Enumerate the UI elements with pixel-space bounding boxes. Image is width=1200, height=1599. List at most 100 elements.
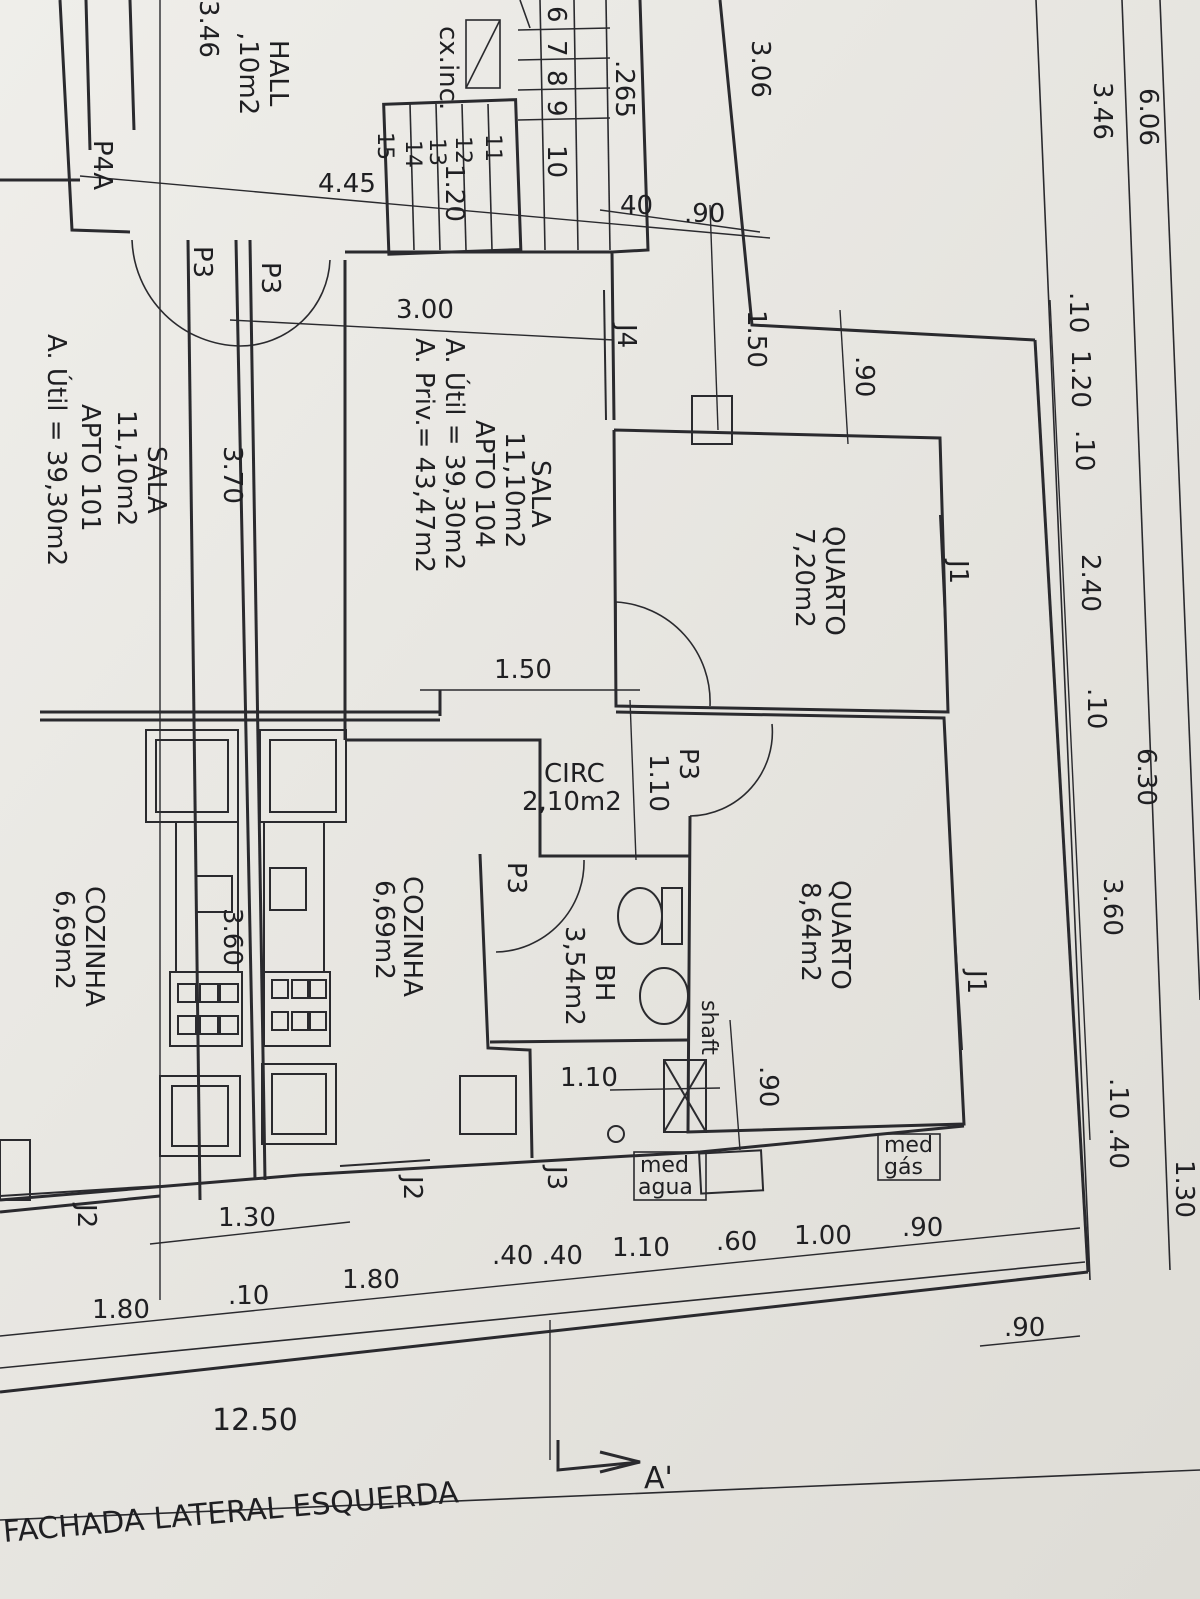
- circ-area: 2,10m2: [522, 787, 622, 817]
- sala-104-area: 11,10m2: [499, 432, 529, 548]
- dim-4040: .40 .40: [492, 1241, 583, 1271]
- dim-346: 3.46: [1087, 82, 1117, 140]
- sala-104-name: SALA: [525, 460, 555, 528]
- tag-p4a: P4A: [87, 140, 117, 190]
- hall-name: HALL: [263, 40, 293, 107]
- stair-step-14: 14: [400, 140, 425, 168]
- dim-360b: 3.60: [217, 908, 247, 966]
- tag-j2-left: J2: [71, 1202, 101, 1228]
- tag-j3: J3: [541, 1164, 571, 1190]
- tag-j2-cozinha: J2: [397, 1174, 427, 1200]
- stair-step-11: 11: [480, 134, 505, 162]
- sala-101-area: 11,10m2: [111, 410, 141, 526]
- stair-step-15: 15: [372, 132, 397, 160]
- dim-130a: 1.30: [1169, 1160, 1199, 1218]
- dim-10c: .10: [1081, 688, 1111, 729]
- cozinha-101-name: COZINHA: [79, 886, 109, 1007]
- dim-360: 3.60: [1097, 878, 1127, 936]
- quarto-2-area: 8,64m2: [795, 882, 825, 982]
- dim-130b: 1.30: [218, 1203, 276, 1233]
- dim-240: 2.40: [1075, 554, 1105, 612]
- tag-med-gas-2: gás: [884, 1155, 923, 1180]
- apto-104-util: A. Útil = 39,30m2: [439, 338, 471, 570]
- dim-1040: .10 .40: [1103, 1078, 1133, 1169]
- stair-step-6: 6: [541, 6, 571, 23]
- dim-10d: .10: [228, 1281, 269, 1311]
- cx-inc-box: [465, 19, 501, 89]
- dim-300: 3.00: [396, 295, 454, 325]
- opening-tags: P4A P3 P3 P3 P3 J4 J1 J1 J2 J2 J3 shaft …: [71, 140, 991, 1228]
- tag-j1-quarto1: J1: [943, 558, 973, 584]
- dim-180a: 1.80: [92, 1295, 150, 1325]
- tag-p3-hall: P3: [187, 246, 217, 278]
- bh-name: BH: [589, 964, 619, 1001]
- tag-med-gas-1: med: [884, 1133, 933, 1158]
- dim-150a: 1.50: [741, 310, 771, 368]
- dim-110b: 1.10: [560, 1063, 618, 1093]
- stair-step-13: 13: [424, 138, 449, 166]
- walls: [0, 0, 1036, 1214]
- room-labels: HALL ,10m2 3.46 SALA 11,10m2 APTO 104 A.…: [41, 0, 855, 1026]
- dim-120: 1.20: [1065, 350, 1095, 408]
- tag-med-agua-2: agua: [638, 1175, 693, 1200]
- dim-10a: .10: [1063, 292, 1093, 333]
- hall-dim: 3.46: [193, 0, 223, 58]
- stair-dim-265: .265: [609, 60, 639, 118]
- circ-name: CIRC: [544, 759, 605, 789]
- dimension-labels: 6.06 3.46 3.06 40 .90 3.00 1.50 .90 .10 …: [92, 40, 1199, 1438]
- quarto-1-name: QUARTO: [819, 526, 849, 636]
- dim-370: 3.70: [217, 446, 247, 504]
- door-swings: [131, 239, 774, 953]
- apto-104-name: APTO 104: [469, 420, 499, 548]
- tag-p3-bh: P3: [501, 862, 531, 894]
- sheet-frame: [0, 0, 1200, 1521]
- dim-110c: 1.10: [612, 1233, 670, 1263]
- dim-90b: .90: [849, 356, 879, 397]
- apto-101-name: APTO 101: [75, 404, 105, 532]
- dim-60: .60: [716, 1227, 757, 1257]
- cx-inc-label: cx.inc.: [433, 26, 463, 110]
- cozinha-104-name: COZINHA: [397, 876, 427, 997]
- dimension-lines: [0, 0, 1091, 1474]
- dim-630: 6.30: [1131, 748, 1161, 806]
- stair-step-12: 12: [450, 136, 475, 164]
- sala-101-name: SALA: [141, 446, 171, 514]
- stair-step-8: 8: [541, 70, 571, 87]
- staircase: 6 7 8 9 10 11 12 13 14 15 .265 1.20 4.45…: [318, 0, 639, 251]
- cozinha-101-area: 6,69m2: [49, 890, 79, 990]
- dim-306: 3.06: [745, 40, 775, 98]
- stair-step-10: 10: [541, 145, 571, 178]
- dim-100: 1.00: [794, 1221, 852, 1251]
- stair-dim-445: 4.45: [318, 169, 376, 199]
- dim-1250: 12.50: [212, 1403, 298, 1438]
- dim-180b: 1.80: [342, 1265, 400, 1295]
- tag-shaft: shaft: [696, 1000, 721, 1055]
- stair-step-7: 7: [541, 40, 571, 57]
- section-marker: A': [644, 1461, 673, 1496]
- tag-med-agua-1: med: [640, 1153, 689, 1178]
- stair-step-9: 9: [541, 100, 571, 117]
- dim-90d: .90: [902, 1213, 943, 1243]
- quarto-1-area: 7,20m2: [789, 528, 819, 628]
- dim-110a: 1.10: [643, 754, 673, 812]
- apto-101-util: A. Útil = 39,30m2: [41, 334, 73, 566]
- apto-104-priv: A. Priv.= 43,47m2: [409, 338, 439, 573]
- dim-10b: .10: [1069, 430, 1099, 471]
- dim-606: 6.06: [1133, 88, 1163, 146]
- quarto-2-name: QUARTO: [825, 880, 855, 990]
- hall-area: ,10m2: [233, 32, 263, 115]
- dim-150b: 1.50: [494, 655, 552, 685]
- cozinha-104-area: 6,69m2: [369, 880, 399, 980]
- dim-40: 40: [620, 191, 653, 221]
- bh-area: 3,54m2: [559, 926, 589, 1026]
- dim-90e: .90: [1004, 1313, 1045, 1343]
- dim-90a: .90: [684, 199, 725, 229]
- fixtures: [0, 289, 963, 1201]
- tag-p3-sala: P3: [255, 262, 285, 294]
- dim-90c: .90: [753, 1066, 783, 1107]
- tag-p3-quarto: P3: [673, 748, 703, 780]
- tag-j1-quarto2: J1: [961, 968, 991, 994]
- tag-j4: J4: [611, 322, 641, 348]
